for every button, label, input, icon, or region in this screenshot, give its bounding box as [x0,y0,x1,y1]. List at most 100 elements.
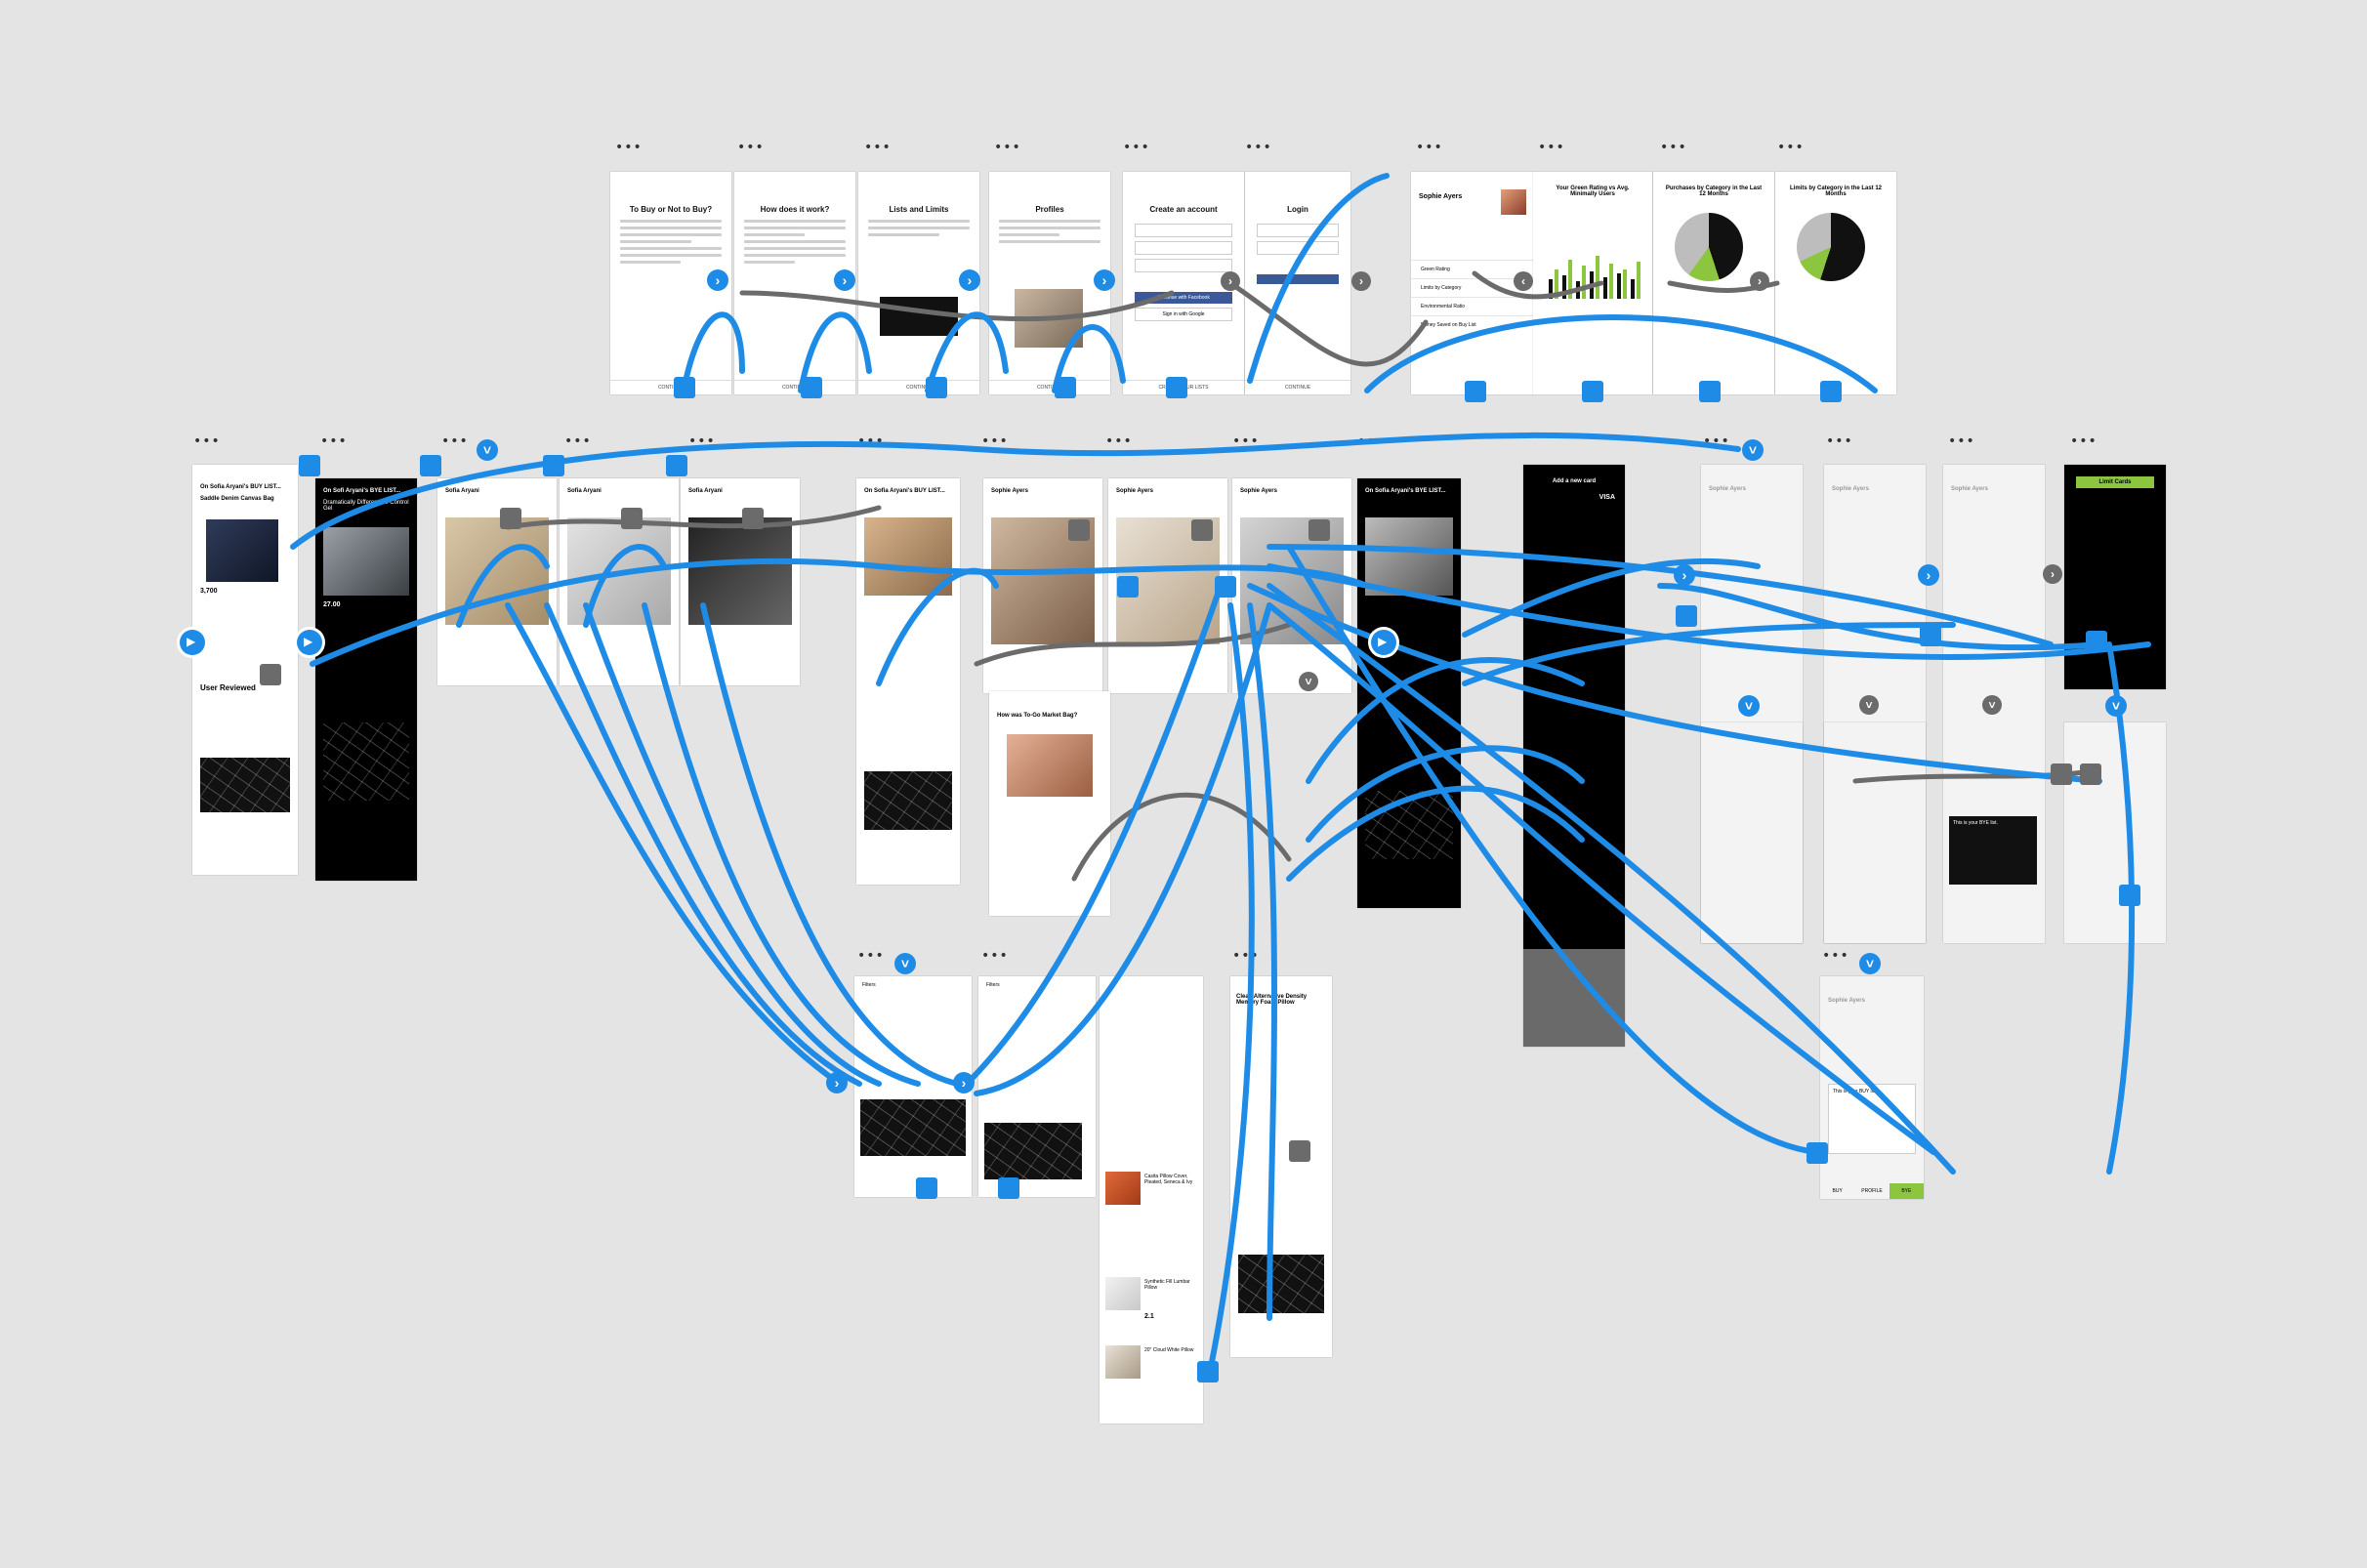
hotspot-icon[interactable] [2080,763,2101,785]
continue-button[interactable]: CONTINUE [734,380,855,394]
tab-bye[interactable]: BYE [1889,1183,1924,1199]
chevron-down-icon[interactable]: ˅ [1742,439,1764,461]
chevron-right-icon[interactable]: › [2043,564,2062,584]
hotspot-icon[interactable] [1699,381,1721,402]
hotspot-icon[interactable] [1676,605,1697,627]
hotspot-icon[interactable] [500,508,521,529]
artboard-menu-icon[interactable]: ••• [981,433,1009,449]
menu-item-environment[interactable]: Environmental Ratio [1411,297,1534,315]
profile-feed-screen[interactable]: Sofia Aryani [437,478,557,685]
map-thumbnail[interactable] [323,722,409,801]
artboard-menu-icon[interactable]: ••• [737,140,765,155]
artboard-menu-icon[interactable]: ••• [1826,433,1853,449]
chevron-right-icon[interactable]: › [1351,271,1371,291]
hotspot-icon[interactable] [926,377,947,398]
bye-tooltip-screen[interactable] [1701,722,1803,943]
hotspot-icon[interactable] [2086,631,2107,652]
artboard-menu-icon[interactable]: ••• [1105,433,1133,449]
map-thumbnail[interactable] [1365,791,1453,859]
tab-profile[interactable]: PROFILE [1861,1188,1883,1194]
profile-feed-screen[interactable]: Sofia Aryani [681,478,800,685]
menu-item-money-saved[interactable]: Money Saved on Buy List [1411,315,1534,334]
chevron-down-icon[interactable]: ˅ [1859,953,1881,974]
hotspot-icon[interactable] [1166,377,1187,398]
chevron-right-icon[interactable]: › [826,1072,848,1093]
hotspot-icon[interactable] [742,508,764,529]
password-field[interactable] [1135,259,1232,272]
map-thumbnail[interactable] [864,771,952,830]
chevron-down-icon[interactable]: ˅ [1982,695,2002,715]
artboard-menu-icon[interactable]: ••• [857,948,885,964]
artboard-menu-icon[interactable]: ••• [994,140,1021,155]
hotspot-icon[interactable] [998,1177,1019,1199]
hotspot-icon[interactable] [260,664,281,685]
artboard-menu-icon[interactable]: ••• [981,948,1009,964]
artboard-menu-icon[interactable]: ••• [1416,140,1443,155]
menu-item-green-rating[interactable]: Green Rating [1411,260,1534,278]
artboard-menu-icon[interactable]: ••• [1822,948,1849,964]
hotspot-icon[interactable] [1068,519,1090,541]
artboard-menu-icon[interactable]: ••• [564,433,592,449]
pin-icon[interactable] [297,630,322,655]
chevron-right-icon[interactable]: › [953,1072,975,1093]
chevron-down-icon[interactable]: ˅ [477,439,498,461]
onboarding-screen-4[interactable]: Profiles CONTINUE [989,172,1110,394]
hotspot-icon[interactable] [1920,625,1941,646]
name-field[interactable] [1135,224,1232,237]
chevron-right-icon[interactable]: › [1094,269,1115,291]
email-field[interactable] [1257,224,1339,237]
pin-icon[interactable] [180,630,205,655]
chevron-left-icon[interactable]: ‹ [1514,271,1533,291]
map-thumbnail[interactable] [860,1099,966,1156]
artboard-menu-icon[interactable]: ••• [2070,433,2097,449]
artboard-menu-icon[interactable]: ••• [1538,140,1565,155]
chevron-right-icon[interactable]: › [1750,271,1769,291]
chevron-right-icon[interactable]: › [1674,564,1695,586]
hotspot-icon[interactable] [543,455,564,476]
artboard-menu-icon[interactable]: ••• [441,433,469,449]
hotspot-icon[interactable] [1215,576,1236,598]
chevron-right-icon[interactable]: › [1221,271,1240,291]
chevron-down-icon[interactable]: ˅ [894,953,916,974]
hotspot-icon[interactable] [1308,519,1330,541]
sophie-profile-screen[interactable]: Sophie Ayers This is your BYE list. [1943,465,2045,943]
menu-item-limits[interactable]: Limits by Category [1411,278,1534,297]
email-field[interactable] [1135,241,1232,255]
map-thumbnail[interactable] [1238,1255,1324,1313]
hotspot-icon[interactable] [1289,1140,1310,1162]
facebook-button[interactable] [1257,274,1339,284]
continue-button[interactable]: CONTINUE [610,380,731,394]
hotspot-icon[interactable] [2051,763,2072,785]
artboard-menu-icon[interactable]: ••• [1948,433,1975,449]
bye-list-item-screen[interactable]: On Sofi Aryani's BYE LIST... Dramaticall… [315,478,417,881]
pillow-list-screen[interactable]: Casita Pillow Cover, Pleated, Seneca & I… [1100,976,1203,1424]
hotspot-icon[interactable] [621,508,643,529]
filters-screen[interactable]: Filters [854,976,972,1197]
chevron-right-icon[interactable]: › [707,269,728,291]
continue-button[interactable]: CONTINUE [1245,380,1350,394]
chevron-right-icon[interactable]: › [959,269,980,291]
facebook-button[interactable]: Continue with Facebook [1135,292,1232,304]
hotspot-icon[interactable] [1197,1361,1219,1382]
chevron-down-icon[interactable]: ˅ [1299,672,1318,691]
artboard-menu-icon[interactable]: ••• [1660,140,1687,155]
chevron-down-icon[interactable]: ˅ [1738,695,1760,717]
hotspot-icon[interactable] [674,377,695,398]
hotspot-icon[interactable] [1806,1142,1828,1164]
bye-info-screen[interactable] [2064,722,2166,943]
continue-button[interactable]: CONTINUE [858,380,979,394]
hotspot-icon[interactable] [916,1177,937,1199]
google-button[interactable]: Sign in with Google [1135,308,1232,321]
hotspot-icon[interactable] [1191,519,1213,541]
artboard-menu-icon[interactable]: ••• [1123,140,1150,155]
onboarding-screen-3[interactable]: Lists and Limits CONTINUE [858,172,979,394]
artboard-menu-icon[interactable]: ••• [1777,140,1805,155]
onboarding-screen-1[interactable]: To Buy or Not to Buy? CONTINUE [610,172,731,394]
artboard-menu-icon[interactable]: ••• [193,433,221,449]
tab-buy[interactable]: BUY [1832,1188,1843,1194]
product-review-screen[interactable]: How was To-Go Market Bag? [989,691,1110,916]
chevron-right-icon[interactable]: › [834,269,855,291]
hotspot-icon[interactable] [1465,381,1486,402]
chevron-down-icon[interactable]: ˅ [1859,695,1879,715]
